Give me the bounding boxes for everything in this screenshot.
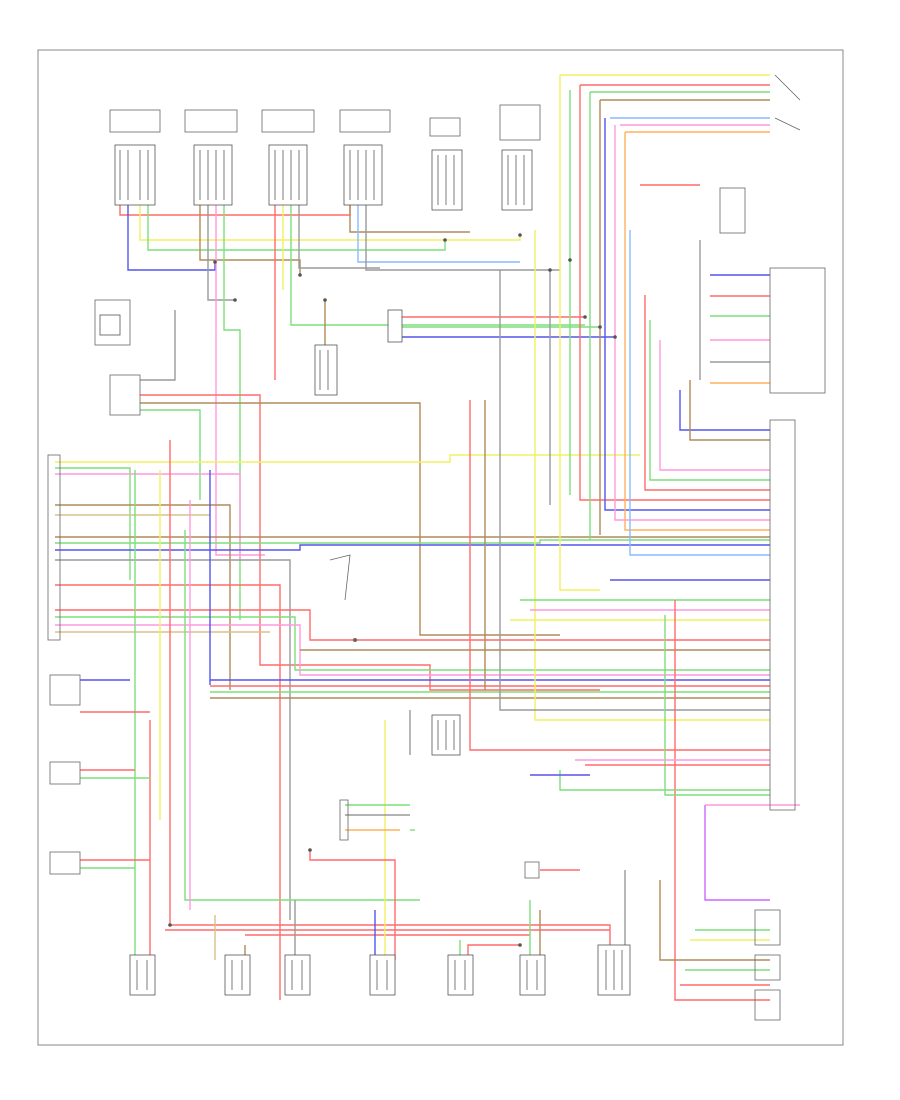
left-sensor-3 (49, 674, 81, 706)
middle-switch (329, 554, 357, 642)
right-module-1 (719, 187, 746, 234)
bottom-component-2 (224, 954, 251, 996)
top-component-2 (184, 109, 238, 206)
top-component-5 (429, 117, 463, 211)
top-component-3 (261, 109, 315, 206)
bottom-component-4 (369, 954, 396, 996)
right-top-switch (774, 74, 801, 131)
left-sensor-2 (109, 374, 141, 416)
right-components (719, 74, 826, 1021)
left-sensor-1 (94, 299, 131, 346)
top-component-4 (339, 109, 391, 206)
middle-bottom-switch (524, 861, 540, 879)
left-components (47, 299, 141, 875)
left-signal-terminals (47, 454, 61, 641)
bottom-component-5 (447, 954, 474, 996)
middle-connector (387, 309, 403, 343)
middle-bottom-connector (431, 714, 461, 756)
bottom-component-3 (284, 954, 311, 996)
right-ecu-connector (769, 419, 796, 811)
bottom-component-6 (519, 954, 546, 996)
top-components (109, 104, 541, 211)
splice-points (168, 233, 617, 947)
middle-resistor (314, 344, 338, 396)
bottom-components (129, 944, 631, 996)
top-component-1 (109, 109, 161, 206)
bottom-component-1 (129, 954, 156, 996)
right-lower-module-1 (754, 909, 781, 946)
right-connector-1 (769, 267, 826, 394)
right-lower-module-3 (754, 989, 781, 1021)
top-component-6 (499, 104, 541, 211)
middle-components (314, 309, 540, 879)
bottom-component-7 (597, 944, 631, 996)
left-sensor-4 (49, 761, 81, 785)
left-sensor-5 (49, 851, 81, 875)
wires (55, 74, 800, 1001)
diagram-frame (37, 49, 844, 1046)
right-lower-module-2 (754, 954, 781, 981)
middle-bottom-terminal (339, 799, 349, 841)
